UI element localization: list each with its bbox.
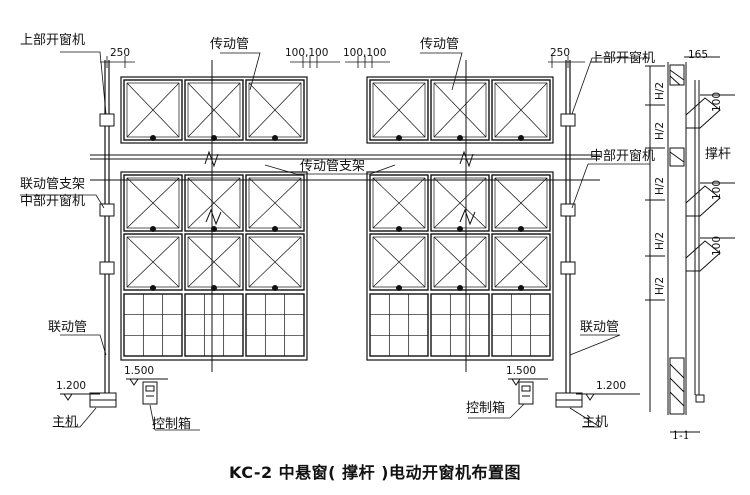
elevation-1200-left: 1.200 — [56, 380, 87, 392]
sash-diagonal — [187, 82, 241, 138]
sash-diagonal — [433, 82, 487, 138]
control-box-label-right: 控制箱 — [466, 401, 506, 416]
leader-lines — [20, 51, 650, 431]
dim-100-100-right: 100,100 — [343, 47, 387, 59]
dim-h-half-3: H/2 — [654, 176, 666, 195]
main-unit-label-right: 主机 — [582, 415, 609, 430]
linkage-bracket-label: 联动管支架 — [20, 177, 86, 192]
top-dimension-lines — [100, 56, 585, 68]
right-linkage-tube — [565, 60, 571, 395]
upper-opener-label-right: 上部开窗机 — [590, 51, 656, 66]
dim-100-lower: 100 — [711, 235, 723, 256]
drive-tube-label-right: 传动管 — [420, 37, 460, 52]
fixed-panel — [369, 293, 429, 357]
middle-opener-label-right: 中部开窗机 — [590, 149, 656, 164]
elevation-marks — [60, 378, 640, 401]
break-symbol — [459, 208, 476, 226]
right-main-unit — [555, 392, 583, 408]
hinge-point — [272, 135, 278, 141]
break-symbol — [459, 150, 474, 168]
dim-250-left: 250 — [110, 47, 131, 59]
left-main-unit — [89, 392, 117, 408]
right-openers — [560, 113, 576, 275]
dim-165: 165 — [688, 49, 709, 61]
sash-diagonal — [372, 82, 426, 138]
middle-opener-label-left: 中部开窗机 — [20, 194, 86, 209]
control-box-label-left: 控制箱 — [152, 417, 192, 432]
sash-diagonal — [494, 236, 548, 288]
hinge-point — [272, 285, 278, 291]
sash-diagonal — [494, 177, 548, 229]
fixed-panel — [491, 293, 551, 357]
hinge-point — [457, 226, 463, 232]
window-panels — [120, 76, 554, 361]
sash-diagonal — [126, 236, 180, 288]
elevation-1200-right: 1.200 — [596, 380, 627, 392]
hinge-point — [518, 226, 524, 232]
fixed-panel — [430, 293, 490, 357]
dim-100-100-left: 100,100 — [285, 47, 329, 59]
hinge-point — [457, 285, 463, 291]
fixed-panel — [245, 293, 305, 357]
frame — [120, 76, 308, 144]
frame — [120, 171, 308, 361]
hinge-point — [150, 135, 156, 141]
linkage-tube-label-right: 联动管 — [580, 320, 620, 335]
sash-diagonal — [494, 82, 548, 138]
frame — [366, 171, 554, 361]
hinge-point — [457, 135, 463, 141]
upper-opener-label-left: 上部开窗机 — [20, 33, 86, 48]
dim-h-half-1: H/2 — [654, 81, 666, 100]
drive-tube-label-left: 传动管 — [210, 37, 250, 52]
left-openers — [99, 113, 115, 275]
section-view — [645, 56, 735, 433]
sash-diagonal — [372, 177, 426, 229]
elevation-1500-right: 1.500 — [506, 365, 537, 377]
sash-diagonal — [248, 177, 302, 229]
strut-label: 撑杆 — [705, 147, 732, 162]
hinge-point — [518, 285, 524, 291]
drive-tube-bracket-label: 传动管支架 — [300, 159, 366, 174]
sash-diagonal — [126, 82, 180, 138]
sash-diagonal — [433, 236, 487, 288]
sash-diagonal — [433, 177, 487, 229]
dim-100-upper: 100 — [711, 91, 723, 112]
dim-100-middle: 100 — [711, 179, 723, 200]
sash-diagonal — [126, 177, 180, 229]
right-control-box — [518, 381, 534, 405]
break-symbol — [205, 208, 222, 226]
dim-h-half-5: H/2 — [654, 276, 666, 295]
fixed-panel — [123, 293, 183, 357]
main-unit-label-left: 主机 — [52, 415, 79, 430]
hinge-point — [396, 285, 402, 291]
hinge-point — [396, 226, 402, 232]
hinge-point — [518, 135, 524, 141]
sash-diagonal — [187, 177, 241, 229]
drive-tubes — [211, 60, 467, 372]
linkage-tube-label-left: 联动管 — [48, 320, 88, 335]
transmission-lines — [90, 154, 600, 181]
left-control-box — [142, 381, 158, 405]
sash-diagonal — [372, 236, 426, 288]
sash-diagonal — [187, 236, 241, 288]
sash-diagonal — [248, 236, 302, 288]
hinge-point — [396, 135, 402, 141]
fixed-panel — [184, 293, 244, 357]
drawing-title: KC-2 中悬窗( 撑杆 )电动开窗机布置图 — [229, 463, 521, 482]
break-symbol — [204, 150, 219, 168]
hinge-point — [150, 226, 156, 232]
dim-h-half-2: H/2 — [654, 121, 666, 140]
frame — [366, 76, 554, 144]
sash-diagonal — [248, 82, 302, 138]
dim-250-right: 250 — [550, 47, 571, 59]
elevation-1500-left: 1.500 — [124, 365, 155, 377]
section-label: 1-1 — [672, 429, 690, 442]
hinge-point — [272, 226, 278, 232]
hinge-point — [150, 285, 156, 291]
dim-h-half-4: H/2 — [654, 231, 666, 250]
